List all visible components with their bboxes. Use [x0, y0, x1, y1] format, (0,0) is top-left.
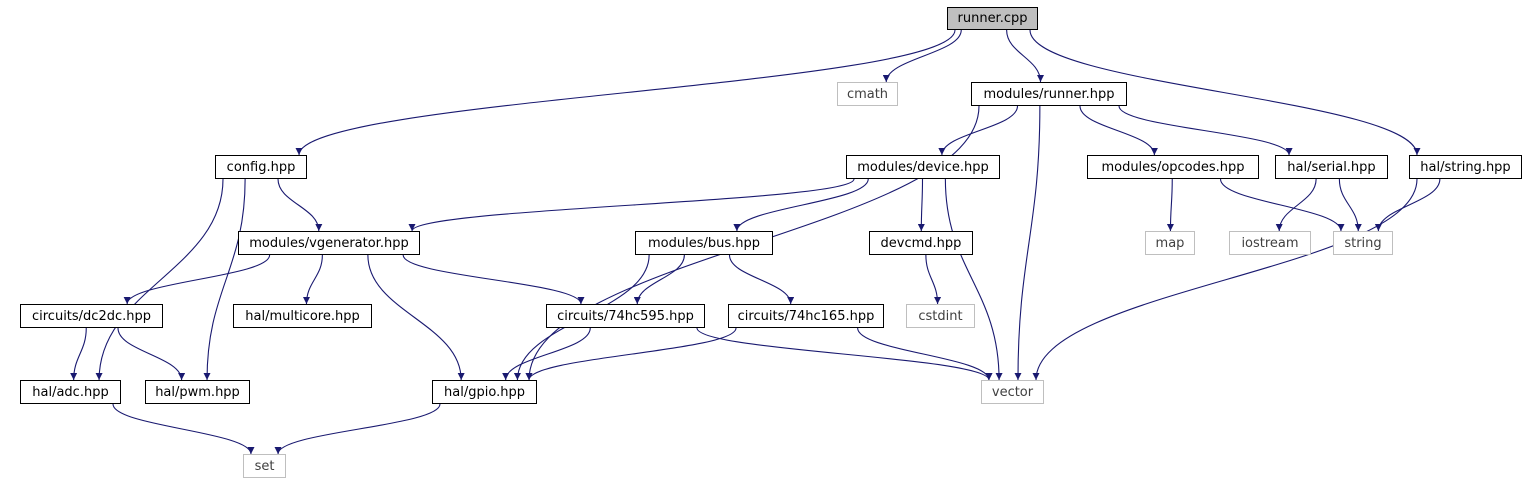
node-cstdint: cstdint: [906, 304, 975, 328]
edge-runner_cpp-to-modules_runner_hpp: [1006, 29, 1045, 83]
edge-modules_runner_hpp-to-modules_device_hpp: [938, 105, 1019, 156]
edge-runner_cpp-to-config_hpp: [295, 29, 956, 156]
edge-modules_opcodes_hpp-to-string: [1219, 178, 1345, 232]
node-modules-device-hpp[interactable]: modules/device.hpp: [846, 155, 1000, 179]
edge-modules_vgenerator_hpp-to-hal_multicore_hpp: [302, 254, 323, 305]
node-cmath: cmath: [837, 82, 898, 106]
edge-modules_opcodes_hpp-to-map: [1166, 178, 1174, 232]
edge-config_hpp-to-hal_adc_hpp: [95, 178, 224, 381]
edge-modules_device_hpp-to-vector: [944, 178, 1003, 381]
edge-modules_runner_hpp-to-vector: [1014, 105, 1041, 381]
edge-modules_vgenerator_hpp-to-hal_gpio_hpp: [367, 254, 465, 381]
edge-circuits_74hc165_hpp-to-vector: [857, 327, 993, 381]
node-hal-serial-hpp[interactable]: hal/serial.hpp: [1275, 155, 1388, 179]
edge-circuits_74hc595_hpp-to-vector: [696, 327, 993, 381]
node-circuits-74hc595-hpp[interactable]: circuits/74hc595.hpp: [546, 304, 705, 328]
node-hal-string-hpp[interactable]: hal/string.hpp: [1409, 155, 1522, 179]
edge-modules_bus_hpp-to-circuits_74hc595_hpp: [633, 254, 685, 305]
node-vector: vector: [981, 380, 1044, 404]
edge-config_hpp-to-hal_pwm_hpp: [203, 178, 246, 381]
edge-hal_serial_hpp-to-iostream: [1275, 178, 1317, 232]
edge-modules_device_hpp-to-modules_vgenerator_hpp: [408, 178, 855, 232]
node-modules-bus-hpp[interactable]: modules/bus.hpp: [635, 231, 773, 255]
edge-hal_gpio_hpp-to-set: [274, 403, 441, 455]
edge-circuits_74hc165_hpp-to-hal_gpio_hpp: [525, 327, 737, 381]
node-hal-pwm-hpp[interactable]: hal/pwm.hpp: [145, 380, 250, 404]
node-circuits-74hc165-hpp[interactable]: circuits/74hc165.hpp: [728, 304, 884, 328]
edge-modules_vgenerator_hpp-to-circuits_dc2dc_hpp: [123, 254, 271, 305]
edge-modules_device_hpp-to-devcmd_hpp: [917, 178, 925, 232]
node-modules-vgenerator-hpp[interactable]: modules/vgenerator.hpp: [238, 231, 420, 255]
node-set: set: [243, 454, 286, 478]
node-modules-opcodes-hpp[interactable]: modules/opcodes.hpp: [1087, 155, 1259, 179]
node-modules-runner-hpp[interactable]: modules/runner.hpp: [971, 82, 1127, 106]
node-string: string: [1333, 231, 1393, 255]
edge-circuits_dc2dc_hpp-to-hal_pwm_hpp: [117, 327, 186, 381]
node-hal-multicore-hpp[interactable]: hal/multicore.hpp: [233, 304, 372, 328]
edge-modules_bus_hpp-to-circuits_74hc165_hpp: [728, 254, 795, 305]
edge-circuits_74hc595_hpp-to-hal_gpio_hpp: [502, 327, 591, 381]
edge-modules_device_hpp-to-modules_bus_hpp: [733, 178, 869, 232]
edge-hal_string_hpp-to-string: [1374, 178, 1441, 232]
node-config-hpp[interactable]: config.hpp: [215, 155, 307, 179]
edge-modules_runner_hpp-to-modules_opcodes_hpp: [1079, 105, 1158, 156]
edge-hal_serial_hpp-to-string: [1338, 178, 1362, 232]
edge-config_hpp-to-modules_vgenerator_hpp: [277, 178, 323, 232]
edge-runner_cpp-to-cmath: [882, 29, 962, 83]
edge-hal_string_hpp-to-vector: [1032, 178, 1418, 381]
edge-devcmd_hpp-to-cstdint: [925, 254, 942, 305]
edge-hal_adc_hpp-to-set: [112, 403, 255, 455]
node-devcmd-hpp[interactable]: devcmd.hpp: [869, 231, 973, 255]
edge-modules_vgenerator_hpp-to-circuits_74hc595_hpp: [402, 254, 585, 305]
edge-modules_runner_hpp-to-hal_serial_hpp: [1118, 105, 1293, 156]
node-hal-adc-hpp[interactable]: hal/adc.hpp: [20, 380, 121, 404]
node-circuits-dc2dc-hpp[interactable]: circuits/dc2dc.hpp: [20, 304, 163, 328]
edge-runner_cpp-to-hal_string_hpp: [1029, 29, 1421, 156]
node-iostream: iostream: [1229, 231, 1311, 255]
edge-circuits_dc2dc_hpp-to-hal_adc_hpp: [70, 327, 87, 381]
node-runner-cpp[interactable]: runner.cpp: [947, 7, 1038, 30]
node-map: map: [1145, 231, 1195, 255]
node-hal-gpio-hpp[interactable]: hal/gpio.hpp: [432, 380, 537, 404]
